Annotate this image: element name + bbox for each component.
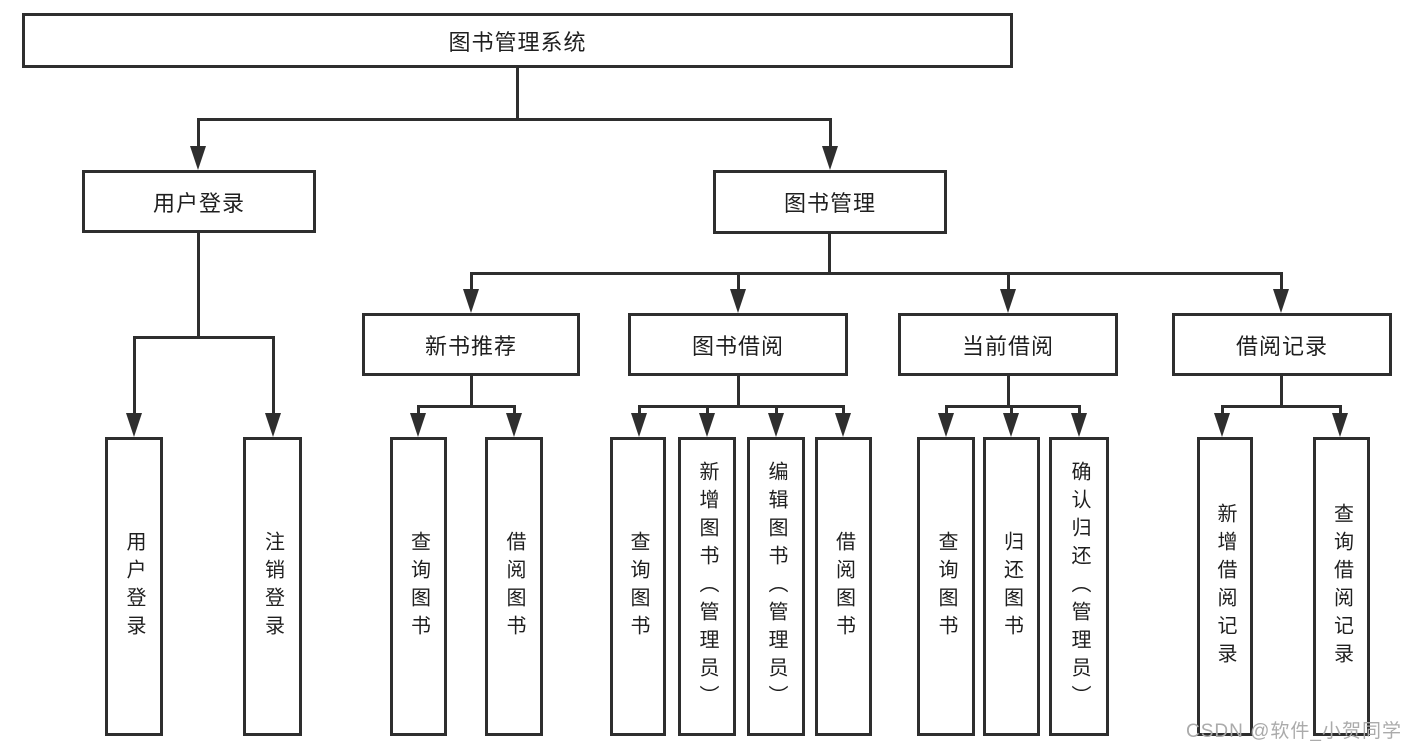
connector-line xyxy=(1221,405,1342,408)
node-borrow-record-label: 借阅记录 xyxy=(1235,333,1328,359)
leaf-logout: 注销登录 xyxy=(243,437,302,736)
arrowhead xyxy=(822,146,838,170)
leaf-current-confirm-return-admin-label: 确认归还（管理员） xyxy=(1068,460,1090,713)
leaf-current-query-book: 查询图书 xyxy=(917,437,975,736)
arrowhead xyxy=(190,146,206,170)
connector-line xyxy=(470,272,1283,275)
leaf-current-confirm-return-admin: 确认归还（管理员） xyxy=(1049,437,1109,736)
leaf-record-add: 新增借阅记录 xyxy=(1197,437,1253,736)
node-book-management: 图书管理 xyxy=(713,170,947,234)
connector-line xyxy=(197,232,200,339)
node-root: 图书管理系统 xyxy=(22,13,1013,68)
connector-line xyxy=(516,68,519,121)
node-new-book-recommend: 新书推荐 xyxy=(362,313,580,376)
connector-line xyxy=(1280,272,1283,303)
arrowhead xyxy=(1071,413,1087,437)
leaf-record-query-label: 查询借阅记录 xyxy=(1330,502,1353,671)
node-book-management-label: 图书管理 xyxy=(783,191,876,216)
node-book-borrow: 图书借阅 xyxy=(628,313,848,376)
connector-line xyxy=(272,336,275,427)
leaf-borrow-borrow-book: 借阅图书 xyxy=(815,437,872,736)
arrowhead xyxy=(1273,289,1289,313)
connector-line xyxy=(737,272,740,303)
arrowhead xyxy=(1003,413,1019,437)
watermark: CSDN @软件_小贺同学 xyxy=(1186,721,1402,742)
node-current-borrow-label: 当前借阅 xyxy=(961,333,1054,359)
connector-line xyxy=(1007,375,1010,408)
arrowhead xyxy=(126,413,142,437)
arrowhead xyxy=(835,413,851,437)
leaf-borrow-edit-book-admin-label: 编辑图书（管理员） xyxy=(765,460,787,713)
leaf-logout-label: 注销登录 xyxy=(261,530,284,643)
arrowhead xyxy=(463,289,479,313)
leaf-borrow-add-book-admin-label: 新增图书（管理员） xyxy=(696,460,718,713)
node-borrow-record: 借阅记录 xyxy=(1172,313,1392,376)
node-user-login: 用户登录 xyxy=(82,170,316,233)
leaf-user-login: 用户登录 xyxy=(105,437,163,736)
leaf-borrow-edit-book-admin: 编辑图书（管理员） xyxy=(747,437,805,736)
node-book-borrow-label: 图书借阅 xyxy=(691,333,784,359)
connector-line xyxy=(638,405,845,408)
arrowhead xyxy=(699,413,715,437)
arrowhead xyxy=(265,413,281,437)
connector-line xyxy=(829,118,832,160)
connector-line xyxy=(133,336,136,427)
leaf-borrow-add-book-admin: 新增图书（管理员） xyxy=(678,437,736,736)
arrowhead xyxy=(506,413,522,437)
arrowhead xyxy=(410,413,426,437)
arrowhead xyxy=(631,413,647,437)
leaf-record-query: 查询借阅记录 xyxy=(1313,437,1370,736)
connector-line xyxy=(470,375,473,408)
leaf-recommend-borrow-book: 借阅图书 xyxy=(485,437,543,736)
leaf-current-return-book-label: 归还图书 xyxy=(1000,530,1023,643)
arrowhead xyxy=(1000,289,1016,313)
leaf-recommend-query-book-label: 查询图书 xyxy=(407,530,430,643)
connector-line xyxy=(828,233,831,275)
leaf-recommend-query-book: 查询图书 xyxy=(390,437,447,736)
connector-line xyxy=(1007,272,1010,303)
connector-line xyxy=(737,375,740,408)
arrowhead xyxy=(768,413,784,437)
connector-line xyxy=(945,405,1081,408)
node-new-book-recommend-label: 新书推荐 xyxy=(424,333,517,359)
leaf-user-login-label: 用户登录 xyxy=(123,530,145,643)
leaf-borrow-query-book: 查询图书 xyxy=(610,437,666,736)
arrowhead xyxy=(1214,413,1230,437)
leaf-borrow-borrow-book-label: 借阅图书 xyxy=(832,530,855,643)
leaf-current-return-book: 归还图书 xyxy=(983,437,1040,736)
connector-line xyxy=(470,272,473,303)
node-current-borrow: 当前借阅 xyxy=(898,313,1118,376)
leaf-recommend-borrow-book-label: 借阅图书 xyxy=(503,530,525,643)
arrowhead xyxy=(938,413,954,437)
connector-line xyxy=(197,118,200,160)
arrowhead xyxy=(730,289,746,313)
node-root-label: 图书管理系统 xyxy=(448,29,587,55)
node-user-login-label: 用户登录 xyxy=(152,190,245,216)
connector-line xyxy=(1280,375,1283,408)
leaf-borrow-query-book-label: 查询图书 xyxy=(627,530,649,643)
leaf-current-query-book-label: 查询图书 xyxy=(935,530,957,643)
connector-line xyxy=(133,336,275,339)
connector-line xyxy=(197,118,831,121)
connector-line xyxy=(417,405,516,408)
leaf-record-add-label: 新增借阅记录 xyxy=(1214,502,1236,671)
arrowhead xyxy=(1332,413,1348,437)
